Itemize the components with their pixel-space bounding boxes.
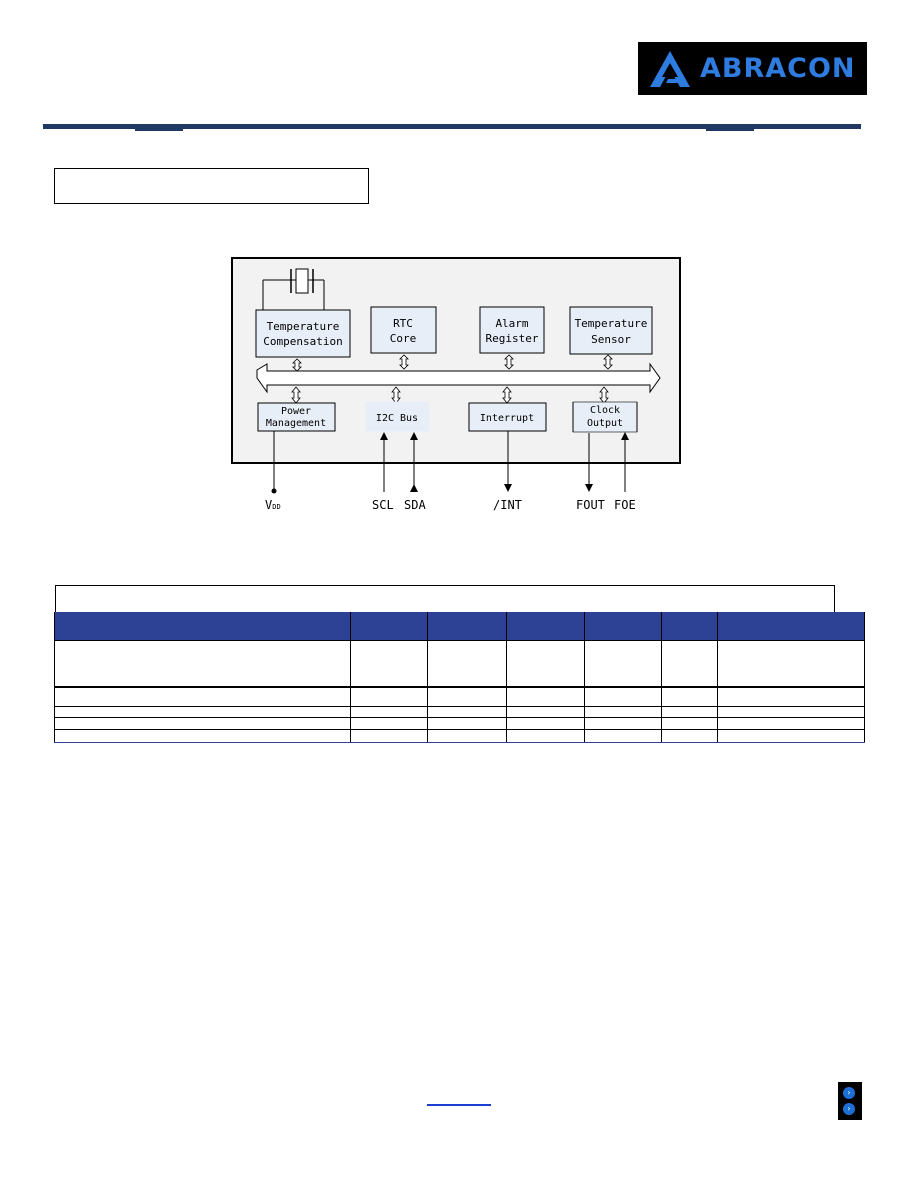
pin-label-fout: FOUT bbox=[576, 498, 605, 512]
svg-text:Interrupt: Interrupt bbox=[480, 413, 534, 424]
temperature-compensation-block: Temperature Compensation bbox=[255, 309, 351, 358]
power-management-block: Power Management bbox=[257, 402, 336, 432]
svg-text:Compensation: Compensation bbox=[263, 335, 342, 348]
svg-text:Alarm: Alarm bbox=[495, 317, 528, 330]
table-row bbox=[54, 706, 865, 718]
pin-label-vdd: VDD bbox=[265, 498, 281, 512]
pin-label-int: /INT bbox=[493, 498, 522, 512]
block-diagram: Temperature Compensation RTC Core Alarm … bbox=[231, 257, 681, 512]
svg-text:Sensor: Sensor bbox=[591, 333, 631, 346]
table-header-cell bbox=[717, 612, 865, 641]
table-header-cell bbox=[506, 612, 585, 641]
bus-connector-icon bbox=[292, 354, 613, 372]
pin-label-scl: SCL bbox=[372, 498, 394, 512]
header-divider-accent bbox=[135, 129, 183, 131]
pin-label-sda: SDA bbox=[404, 498, 426, 512]
svg-text:Temperature: Temperature bbox=[267, 320, 340, 333]
svg-text:RTC: RTC bbox=[393, 317, 413, 330]
temperature-sensor-block: Temperature Sensor bbox=[569, 306, 653, 355]
svg-text:Output: Output bbox=[587, 418, 623, 429]
table-row bbox=[54, 640, 865, 688]
header-divider bbox=[43, 124, 861, 129]
clock-output-block: Clock Output bbox=[572, 401, 638, 433]
table-header-cell bbox=[350, 612, 428, 641]
svg-text:Core: Core bbox=[390, 332, 417, 345]
abracon-logo: ABRACON bbox=[638, 42, 867, 95]
rtc-core-block: RTC Core bbox=[370, 306, 437, 354]
svg-text:Power: Power bbox=[281, 406, 311, 417]
page-nav: › › bbox=[838, 1082, 862, 1120]
svg-text:I2C Bus: I2C Bus bbox=[376, 413, 418, 424]
svg-text:Management: Management bbox=[266, 418, 326, 429]
table-row bbox=[54, 686, 865, 707]
table-header-cell bbox=[54, 612, 351, 641]
table-header-cell bbox=[661, 612, 718, 641]
table-header-row bbox=[54, 612, 865, 641]
table-row bbox=[54, 717, 865, 730]
alarm-register-block: Alarm Register bbox=[479, 306, 545, 354]
interrupt-block: Interrupt bbox=[468, 402, 547, 432]
chevron-right-icon[interactable]: › bbox=[843, 1103, 855, 1115]
crystal-icon bbox=[262, 268, 325, 310]
logo-text: ABRACON bbox=[700, 53, 856, 84]
table-row bbox=[54, 729, 865, 743]
vdd-pin bbox=[271, 431, 277, 494]
svg-text:Register: Register bbox=[486, 332, 539, 345]
table-header-cell bbox=[584, 612, 662, 641]
svg-text:Temperature: Temperature bbox=[575, 317, 648, 330]
internal-bus-arrow bbox=[256, 362, 661, 394]
i2c-bus-block: I2C Bus bbox=[365, 401, 430, 432]
svg-text:Clock: Clock bbox=[590, 405, 620, 416]
pin-label-foe: FOE bbox=[614, 498, 636, 512]
chevron-right-icon[interactable]: › bbox=[843, 1087, 855, 1099]
table-header-cell bbox=[427, 612, 507, 641]
block-diagram-title-box bbox=[54, 168, 369, 204]
spec-table bbox=[54, 612, 865, 743]
abracon-logo-mark-icon bbox=[650, 50, 690, 87]
footer-link[interactable] bbox=[427, 1104, 491, 1106]
header-divider-accent bbox=[706, 129, 754, 131]
